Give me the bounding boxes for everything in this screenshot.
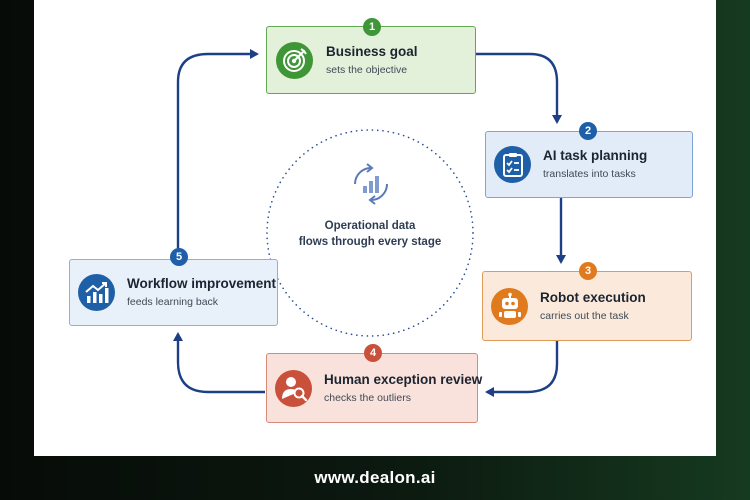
step-number-badge: 5 [170,248,188,266]
step-subtitle: feeds learning back [127,296,219,308]
step-number-badge: 1 [363,18,381,36]
step-title: Human exception review [324,371,483,387]
step-subtitle: checks the outliers [324,391,411,404]
target-icon [276,41,313,79]
step-business-goal: Business goal sets the objective [266,26,476,94]
step-title: Robot execution [540,289,646,305]
step-ai-task-planning: AI task planning translates into tasks [485,131,693,198]
person-magnifier-icon [275,369,312,407]
step-number-badge: 3 [579,262,597,280]
arrow-improvement-to-goal [176,49,259,259]
center-caption: Operational data flows through every sta… [270,218,470,250]
data-flow-dotted-circle [266,129,474,337]
clipboard-checklist-icon [494,146,531,183]
step-subtitle: translates into tasks [543,168,636,180]
growth-chart-icon [78,274,115,311]
footer-url: www.dealon.ai [314,468,436,487]
arrow-review-to-improvement [173,332,265,394]
step-title: Business goal [326,43,418,59]
arrow-goal-to-planning [476,52,562,124]
step-title: Workflow improvement [127,276,277,291]
step-robot-execution: Robot execution carries out the task [482,271,692,341]
step-number-badge: 2 [579,122,597,140]
step-human-exception-review: Human exception review checks the outlie… [266,353,482,423]
arrow-execution-to-review [485,341,559,397]
step-subtitle: carries out the task [540,309,629,322]
step-number-badge: 4 [364,344,382,362]
center-caption-line1: Operational data [324,220,416,232]
cycle-bar-chart-icon [354,163,388,205]
step-workflow-improvement: Workflow improvement feeds learning back [69,259,278,326]
robot-icon [491,287,528,325]
center-caption-line2: flows through every stage [298,236,442,248]
step-title: AI task planning [543,148,648,163]
step-subtitle: sets the objective [326,63,408,76]
